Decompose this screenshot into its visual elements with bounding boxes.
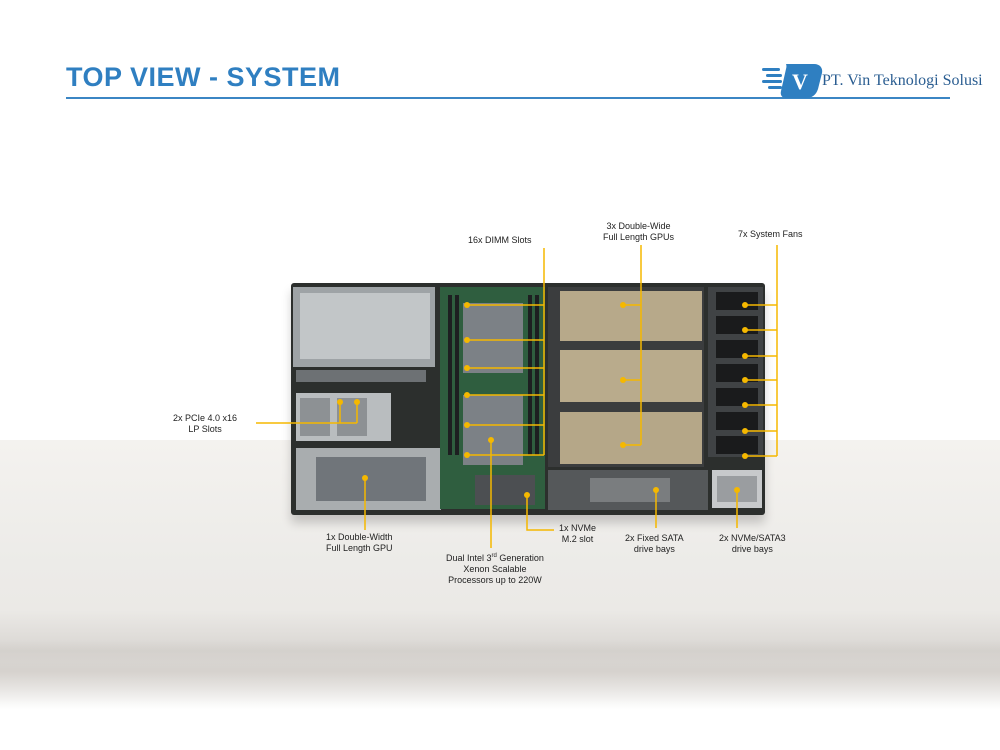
- callout-bays-line1: 2x NVMe/SATA3: [719, 533, 786, 543]
- gpu-card-1: [560, 291, 702, 341]
- callout-pcie-line2: LP Slots: [188, 424, 222, 434]
- page-title: TOP VIEW - SYSTEM: [66, 62, 341, 92]
- callout-single-gpu-line2: Full Length GPU: [326, 543, 393, 553]
- callout-nvme-line1: 1x NVMe: [559, 523, 597, 533]
- callout-single-gpu-line1: 1x Double-Width: [326, 532, 393, 542]
- callout-bays: 2x NVMe/SATA3 drive bays: [719, 533, 786, 555]
- v-shield-logo-icon: V: [762, 64, 823, 98]
- callout-sata: 2x Fixed SATA drive bays: [625, 533, 684, 555]
- floor-shadow-band: [0, 640, 1000, 710]
- callout-cpu-line3: Processors up to 220W: [448, 575, 542, 585]
- gpu-card-3: [560, 412, 702, 464]
- callout-gpus: 3x Double-Wide Full Length GPUs: [603, 221, 674, 243]
- riser-top-panel: [300, 293, 430, 359]
- gpu-card-2: [560, 350, 702, 402]
- cpu-socket-2: [463, 395, 523, 465]
- callout-cpu-sup: rd: [491, 553, 497, 559]
- callout-single-gpu: 1x Double-Width Full Length GPU: [326, 532, 393, 554]
- callout-gpus-line2: Full Length GPUs: [603, 232, 675, 242]
- single-gpu-card: [316, 457, 426, 501]
- callout-cpu-line2: Xenon Scalable: [463, 564, 527, 574]
- callout-sata-line1: 2x Fixed SATA: [625, 533, 684, 543]
- nvme-area: [475, 475, 535, 505]
- callout-nvme-line2: M.2 slot: [561, 534, 594, 544]
- callout-pcie: 2x PCIe 4.0 x16 LP Slots: [173, 413, 237, 435]
- callout-cpu: Dual Intel 3rd Generation Xenon Scalable…: [446, 551, 544, 586]
- callout-nvme: 1x NVMe M.2 slot: [559, 523, 596, 545]
- title-underline: [66, 97, 950, 99]
- callout-gpus-line1: 3x Double-Wide: [606, 221, 671, 231]
- cpu-socket-1: [463, 303, 523, 373]
- callout-pcie-line1: 2x PCIe 4.0 x16: [173, 413, 238, 423]
- riser-bar: [296, 370, 426, 382]
- callout-dimm: 16x DIMM Slots: [468, 235, 532, 245]
- callout-fans: 7x System Fans: [738, 229, 803, 239]
- callout-cpu-text-b: Generation: [496, 553, 544, 563]
- callout-bays-line2: drive bays: [731, 544, 773, 554]
- callout-cpu-text: Dual Intel 3: [446, 553, 492, 563]
- brand-name: PT. Vin Teknologi Solusi: [822, 72, 983, 89]
- callout-cpu-line1: Dual Intel 3rd Generation: [446, 551, 544, 564]
- svg-text:V: V: [792, 69, 808, 94]
- callout-sata-line2: drive bays: [633, 544, 675, 554]
